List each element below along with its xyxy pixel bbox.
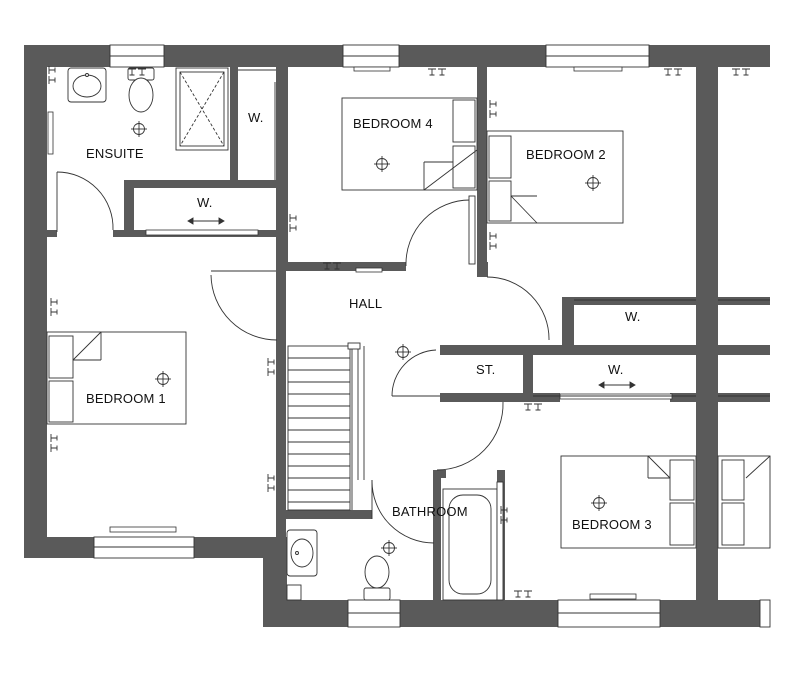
basin-icon [286,529,318,577]
radiator-icon [47,66,673,600]
wardrobe-right-top-label: W. [625,309,641,324]
wardrobe-bed1-label: W. [197,195,213,210]
door-swing-icon [56,171,114,232]
bath-icon [442,481,504,601]
bedroom4-label: BEDROOM 4 [353,116,433,131]
bed-icon [46,331,187,425]
wardrobe-right-label: W. [608,362,624,377]
basin-icon [67,67,107,103]
door-swing-icon [371,401,504,544]
sliding-door-arrow-icon [187,217,225,225]
bathroom-label: BATHROOM [392,504,468,519]
bedroom1-label: BEDROOM 1 [86,391,166,406]
door-swing-icon [391,349,440,397]
wardrobe-doors [533,299,770,397]
bed-icon [486,130,624,224]
toilet-icon [363,555,391,601]
wardrobe-ensuite-label: W. [248,110,264,125]
window-icon [93,44,771,628]
ensuite-label: ENSUITE [86,146,144,161]
door-swing-icon [405,195,476,267]
boxing [286,584,302,601]
door-swing-icon [210,270,278,341]
hall-label: HALL [349,296,383,311]
bed-icon [560,455,771,549]
shower-icon [175,67,229,151]
wardrobe-ensuite [238,69,276,180]
bed-icon [341,97,478,191]
bedroom2-label: BEDROOM 2 [526,147,606,162]
stairs-icon [287,342,365,511]
outer-walls [24,45,791,627]
sliding-door-arrow-icon [598,381,636,389]
bedroom3-label: BEDROOM 3 [572,517,652,532]
store-label: ST. [476,362,496,377]
toilet-icon [127,67,155,113]
door-swing-icon [486,276,550,341]
